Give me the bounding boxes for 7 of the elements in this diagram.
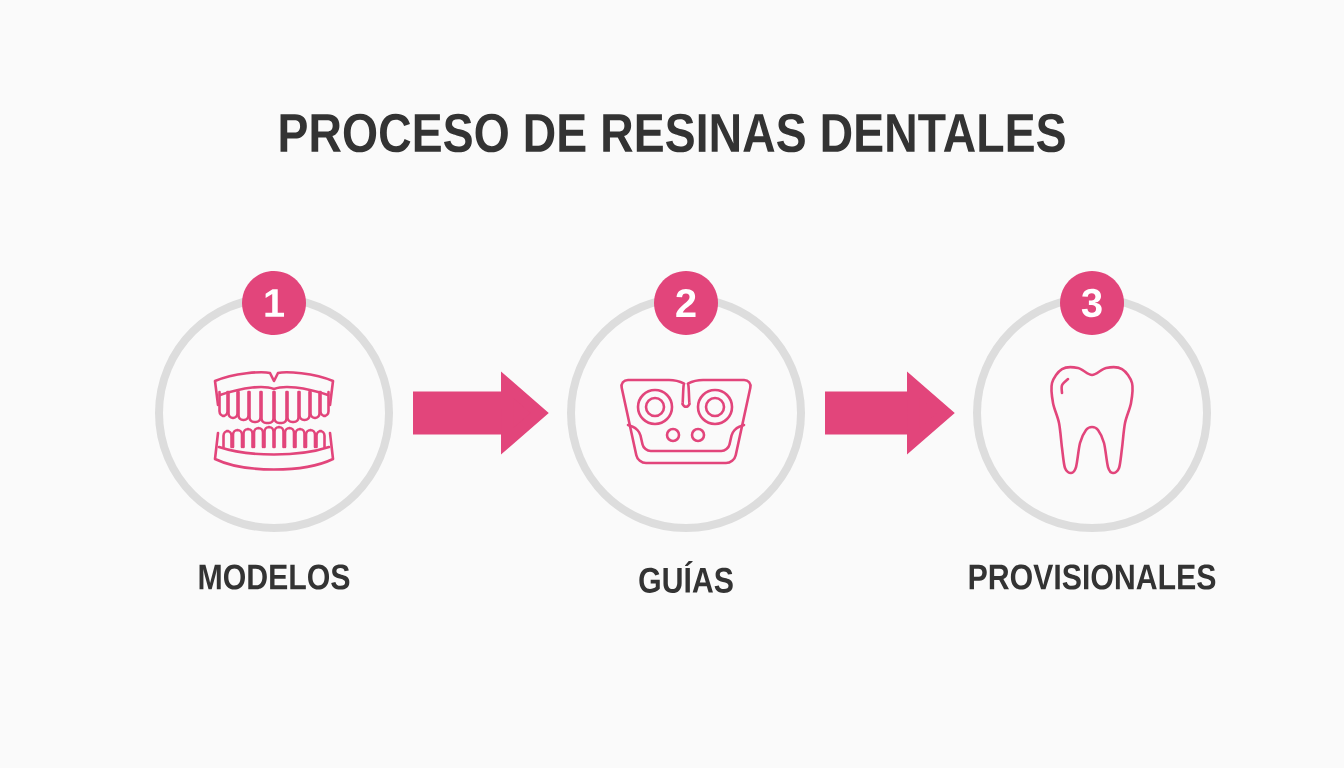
- step-label: PROVISIONALES: [969, 564, 1216, 590]
- step-label: MODELOS: [199, 564, 350, 590]
- step-label: GUÍAS: [639, 561, 733, 593]
- number-badge: 2: [654, 271, 718, 335]
- title: PROCESO DE RESINAS DENTALES: [280, 113, 1065, 153]
- number-badge: 1: [242, 271, 306, 335]
- number-badge: 3: [1060, 271, 1124, 335]
